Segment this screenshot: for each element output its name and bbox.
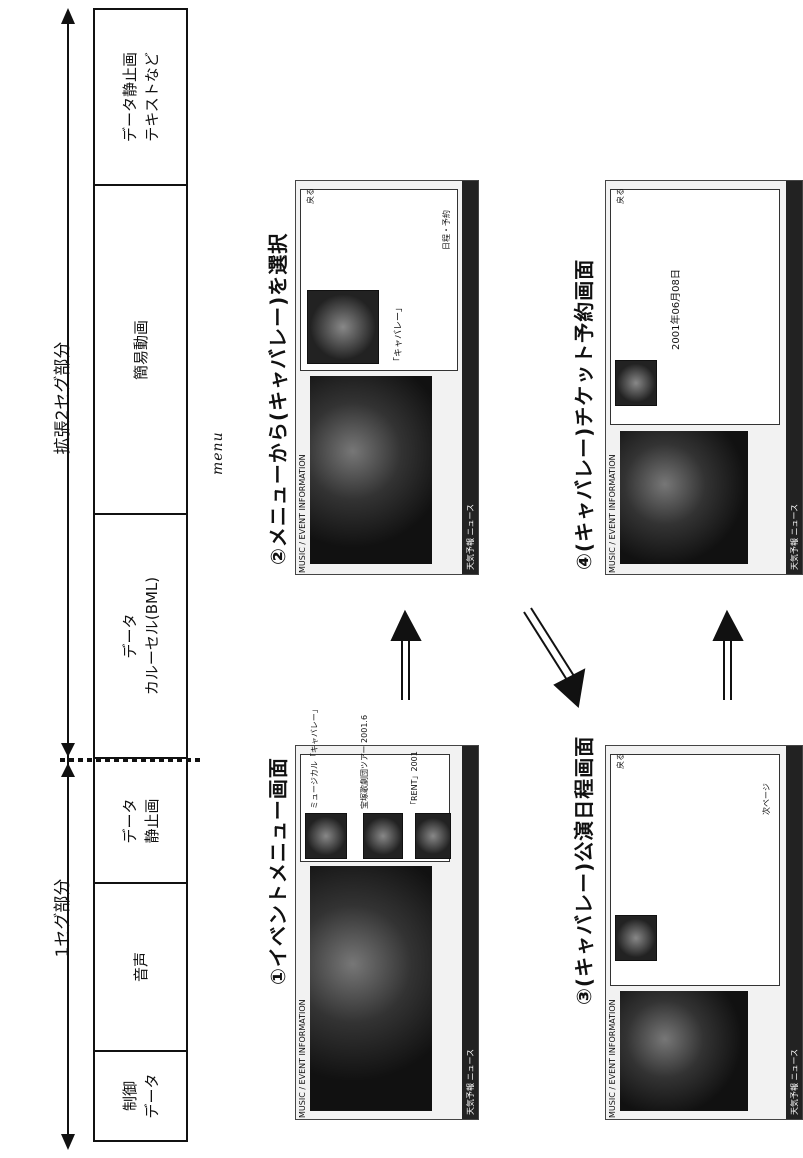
arrow-bottom-icon (61, 1134, 75, 1150)
menu-thumb-2 (363, 813, 403, 859)
detail-button: 日程・予約 (441, 210, 452, 250)
reservation-thumb (615, 360, 657, 406)
detail-thumb (307, 290, 379, 364)
screen-3-video (620, 991, 748, 1111)
screen-4-reservation: 天気予報 ニュース 戻る 2001年06月08日 MUSIC / EVENT IN… (605, 180, 803, 575)
cell-control-data: 制御データ (93, 1050, 188, 1142)
menu-item-1: ミュージカル「キャバレー」 (309, 705, 320, 809)
arrow-mid-up-icon (61, 763, 75, 777)
caption-step3: ③(キャバレー)公演日程画面 (568, 736, 597, 1005)
cell-still-image: データ静止画 (93, 757, 188, 884)
screen-1-menu-panel: ミュージカル「キャバレー」宝塚歌劇団ツアー 2001.6「RENT」2001 (300, 754, 450, 862)
menu-thumb-1 (305, 813, 347, 859)
arrow-mid-down-icon (61, 743, 75, 757)
bottom-bar-text-4: 天気予報 ニュース (789, 504, 800, 570)
cell-carousel-line2: カルーセル(BML) (141, 577, 163, 695)
menu-thumb-3 (415, 813, 451, 859)
arrow-3-to-4 (714, 612, 742, 700)
screen-4-bottom-bar: 天気予報 ニュース (786, 181, 802, 574)
screen-4-header: MUSIC / EVENT INFORMATION (608, 454, 617, 573)
cell-still-line2: 静止画 (141, 798, 163, 843)
screen-4-video (620, 431, 748, 564)
cell-audio-label: 音声 (130, 952, 152, 982)
screen-2-detail: 天気予報 ニュース 「キャバレー」 戻る日程・予約 MUSIC / EVENT I… (295, 180, 479, 575)
screen-2-header: MUSIC / EVENT INFORMATION (298, 454, 307, 573)
schedule-back: 戻る (615, 753, 626, 769)
bottom-bar-text-3: 天気予報 ニュース (789, 1049, 800, 1115)
detail-back: 戻る (305, 188, 316, 204)
annotation-menu: menu (210, 431, 226, 475)
bottom-bar-text-2: 天気予報 ニュース (465, 504, 476, 570)
caption-step2: ②メニューから(キャバレー)を選択 (262, 233, 291, 565)
menu-item-3: 「RENT」2001 (409, 751, 420, 809)
screen-2-bottom-bar: 天気予報 ニュース (462, 181, 478, 574)
screen-3-bottom-bar: 天気予報 ニュース (786, 746, 802, 1119)
cell-still-line1: データ (119, 798, 141, 843)
menu-item-2: 宝塚歌劇団ツアー 2001.6 (359, 715, 370, 809)
cell-extra-line1: データ静止画 (119, 52, 141, 142)
cell-control-line1: 制御 (119, 1073, 141, 1118)
cell-extra-line2: テキストなど (141, 52, 163, 142)
schedule-thumb (615, 915, 657, 961)
cell-extra: データ静止画テキストなど (93, 8, 188, 186)
screen-3-schedule-panel: 戻る次ページ (610, 754, 780, 986)
screen-2-detail-panel: 「キャバレー」 戻る日程・予約 (300, 189, 458, 371)
screen-1-event-menu: 天気予報 ニュース ミュージカル「キャバレー」宝塚歌劇団ツアー 2001.6「R… (295, 745, 479, 1120)
cell-control-line2: データ (141, 1073, 163, 1118)
cell-video: 簡易動画 (93, 184, 188, 515)
cell-audio: 音声 (93, 882, 188, 1052)
caption-step1: ①イベントメニュー画面 (262, 757, 291, 985)
reserve-back: 戻る (615, 188, 626, 204)
screen-1-bottom-bar: 天気予報 ニュース (462, 746, 478, 1119)
cell-carousel-line1: データ (119, 577, 141, 695)
cell-video-label: 簡易動画 (130, 319, 152, 379)
seg2-label: 拡張2セグ部分 (48, 318, 72, 478)
arrow-2-to-3 (524, 608, 584, 706)
seg1-label: 1セグ部分 (48, 848, 72, 988)
reserve-date: 2001年06月08日 (667, 269, 682, 350)
cell-carousel: データカルーセル(BML) (93, 513, 188, 759)
screen-4-reservation-panel: 戻る 2001年06月08日 (610, 189, 780, 425)
arrow-top-icon (61, 8, 75, 24)
caption-step4: ④(キャバレー)チケット予約画面 (568, 259, 597, 570)
bottom-bar-text-1: 天気予報 ニュース (465, 1049, 476, 1115)
screen-1-header: MUSIC / EVENT INFORMATION (298, 999, 307, 1118)
screen-2-video (310, 376, 432, 564)
screen-1-video (310, 866, 432, 1111)
screen-3-header: MUSIC / EVENT INFORMATION (608, 999, 617, 1118)
schedule-next: 次ページ (761, 783, 772, 815)
detail-title: 「キャバレー」 (391, 303, 404, 366)
arrow-1-to-2 (392, 612, 420, 700)
screen-3-schedule: 天気予報 ニュース 戻る次ページ MUSIC / EVENT INFORMATI… (605, 745, 803, 1120)
